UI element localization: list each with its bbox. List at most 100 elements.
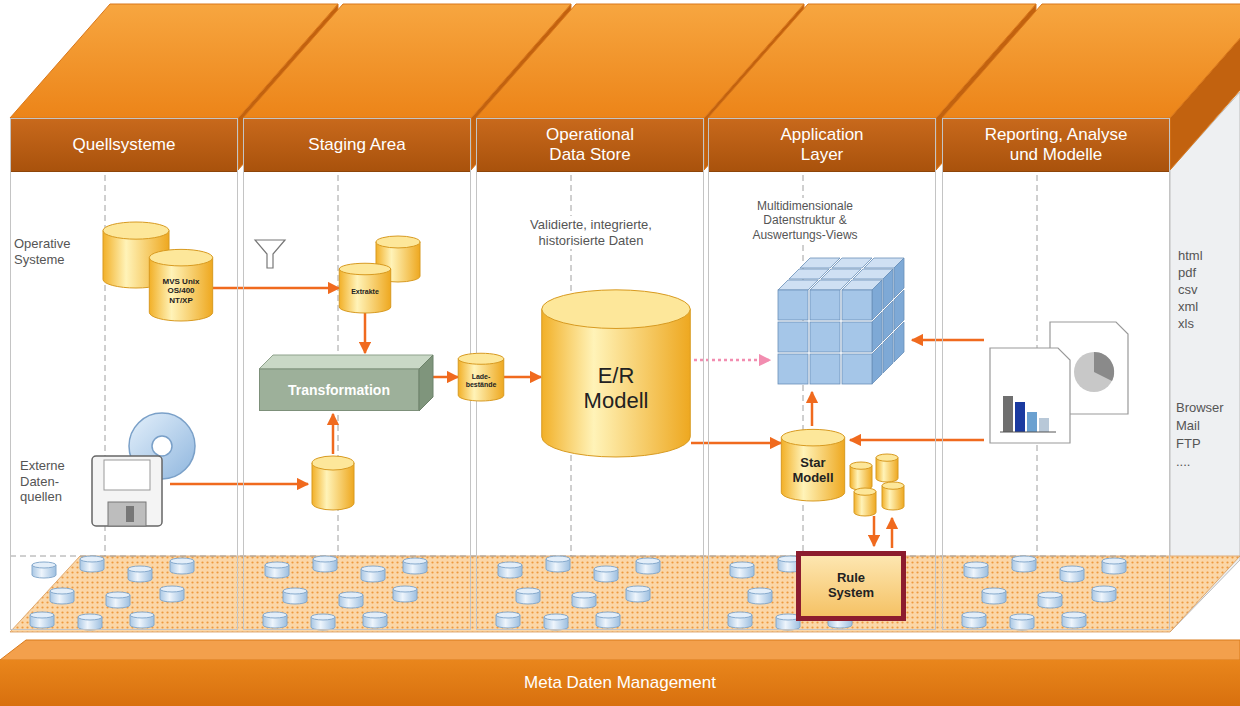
olap-cube: [894, 322, 904, 362]
floor-cylinders: [393, 586, 417, 592]
floor-cylinders: [265, 562, 289, 568]
olap-cube: [810, 322, 840, 352]
floor-cylinders: [361, 566, 385, 572]
floor-cylinders: [363, 612, 387, 618]
olap-cube: [883, 333, 893, 373]
flow-arrows: [891, 518, 894, 548]
database-cylinders: [312, 456, 354, 470]
floor-cylinders: [1012, 556, 1036, 562]
cylinder-shape: [781, 438, 844, 501]
external-media: [108, 502, 146, 526]
external-media: [126, 506, 134, 522]
olap-cube: [810, 354, 840, 384]
annotation-text: FTP: [1176, 436, 1236, 452]
floor-cylinders: [160, 586, 184, 592]
floor-cylinders: [1102, 558, 1126, 564]
column-header: Staging Area: [244, 119, 470, 172]
column-header: Quellsysteme: [11, 119, 237, 172]
cylinder-shape: [149, 258, 212, 321]
flow-arrow: [691, 442, 781, 445]
glass-columns: [1170, 92, 1240, 632]
node-label: Meta Daten Management: [524, 673, 716, 693]
floor-cylinders: [80, 556, 104, 562]
annotation-text: xml: [1178, 299, 1234, 315]
flow-arrows: [811, 392, 814, 426]
column-header: Operational Data Store: [477, 119, 703, 172]
column-title: Staging Area: [308, 135, 405, 155]
layer-column: Reporting, Analyse und Modelle: [942, 118, 1170, 630]
annotation-text: csv: [1178, 282, 1234, 298]
flow-arrows: [332, 414, 335, 454]
olap-cube: [842, 290, 872, 320]
column-roofs: [942, 4, 1240, 118]
column-header: Reporting, Analyse und Modelle: [943, 119, 1169, 172]
flow-arrow: [213, 287, 339, 290]
rule-box: Rule System: [796, 551, 906, 621]
flow-arrows: [912, 339, 984, 342]
glass-columns: [10, 556, 1240, 632]
external-media: [104, 460, 150, 490]
glass-columns: [10, 556, 1170, 557]
database-cylinders: [876, 454, 898, 461]
cylinder-shape: [458, 353, 504, 364]
glass-columns: [10, 92, 1240, 632]
database-cylinder: MVS Unix OS/400 NT/XP: [149, 249, 213, 321]
floor-cylinders: [128, 566, 152, 572]
floor-cylinders: [728, 612, 752, 618]
node-label: Rule System: [816, 571, 886, 601]
database-cylinder: Extrakte: [339, 263, 391, 313]
floor-cylinders: [130, 612, 154, 618]
olap-cube: [778, 290, 808, 320]
meta-band: Meta Daten Management: [0, 660, 1240, 706]
floor-cylinders: [313, 556, 337, 562]
floor-cylinders: [546, 556, 570, 562]
node-label: E/R Modell: [571, 363, 661, 414]
annotation-text: Multidimensionale Datenstruktur & Auswer…: [738, 198, 872, 243]
database-cylinders: [103, 222, 904, 516]
floor-cylinders: [964, 562, 988, 568]
meta-band-top: [0, 640, 1240, 660]
floor-cylinders: [1060, 566, 1084, 572]
floor-cylinders: [962, 612, 986, 618]
floor-cylinders: [496, 612, 520, 618]
floor-cylinders: [106, 592, 130, 598]
external-media: [92, 456, 162, 526]
column-title: Application Layer: [767, 125, 877, 164]
olap-cube: [778, 258, 904, 384]
database-cylinder: Star Modell: [781, 429, 845, 501]
annotation-text: ....: [1176, 454, 1236, 470]
node-label: Lade-bestände: [463, 373, 499, 389]
database-cylinders: [103, 222, 169, 239]
floor-cylinders: [30, 556, 1126, 630]
node-label: Extrakte: [351, 288, 379, 296]
process-block: Transformation: [259, 353, 433, 411]
flow-arrows: [694, 359, 770, 362]
annotation-text: pdf: [1178, 265, 1234, 281]
slab-shape: [419, 355, 433, 411]
database-cylinder: Lade-bestände: [458, 353, 504, 401]
olap-cube: [778, 354, 808, 384]
floor-cylinders: [50, 588, 74, 594]
annotation-text: Browser: [1176, 400, 1236, 416]
floor-cylinders: [78, 614, 102, 620]
database-cylinders: [854, 488, 876, 495]
annotation-text: Validierte, integrierte, historisierte D…: [496, 216, 686, 249]
database-cylinder: E/R Modell: [541, 289, 691, 457]
column-header: Application Layer: [709, 119, 935, 172]
olap-cube: [842, 354, 872, 384]
floor-cylinders: [263, 612, 287, 618]
olap-cube: [810, 290, 840, 320]
cylinder-shape: [781, 429, 844, 446]
floor-cylinders: [594, 566, 618, 572]
slab-shape: [260, 369, 419, 411]
database-cylinders: [882, 482, 904, 489]
floor-cylinders: [572, 592, 596, 598]
node-label: Transformation: [288, 382, 390, 398]
report-documents: [1000, 432, 1056, 433]
floor-cylinders: [339, 592, 363, 598]
flow-arrow: [433, 376, 458, 379]
cylinder-shape: [149, 249, 212, 266]
column-title: Operational Data Store: [535, 125, 645, 164]
floor-cylinders: [636, 558, 660, 564]
